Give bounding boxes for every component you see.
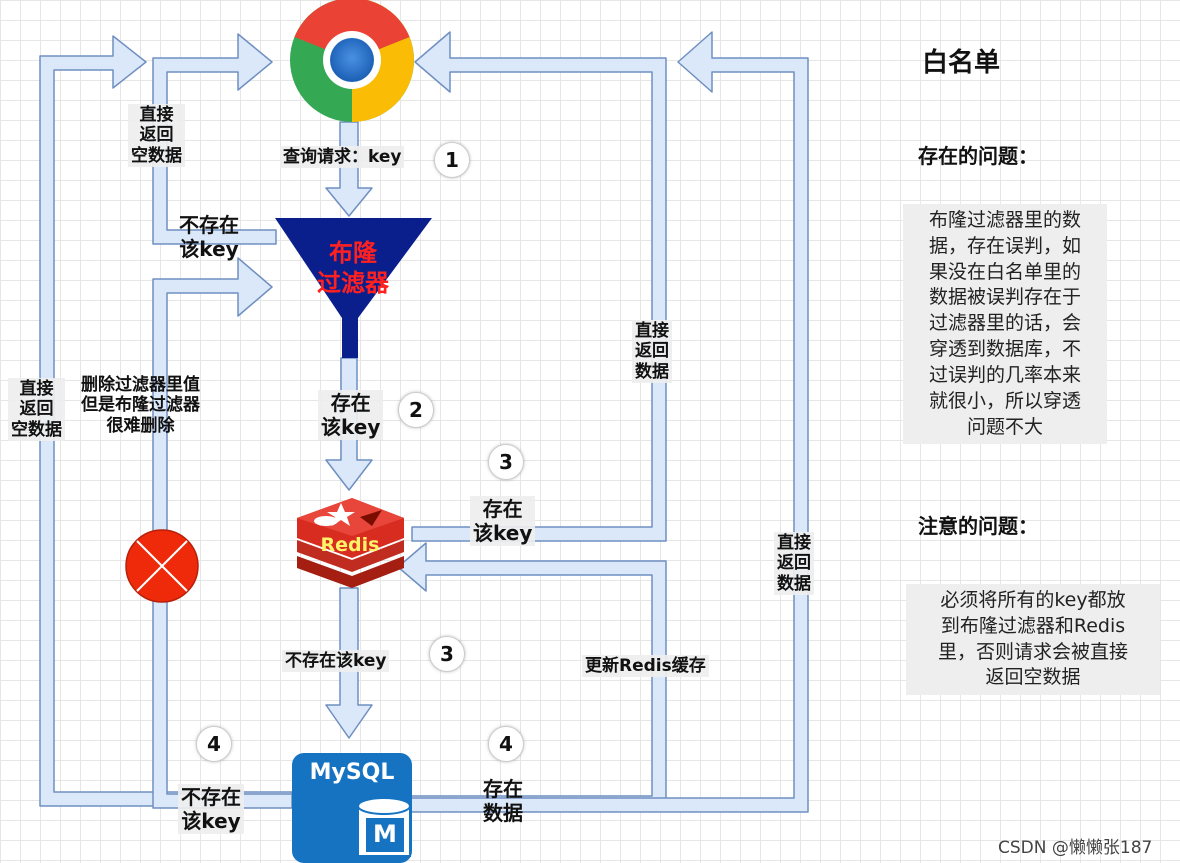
- top-return-empty-band: [152, 33, 277, 245]
- return-empty-left-label: 直接 返回 空数据: [8, 378, 65, 442]
- exist-data-bottom-label: 存在 数据: [483, 777, 523, 825]
- return-data-mid-label: 直接 返回 数据: [632, 320, 672, 384]
- exist-key-redis-label: 存在 该key: [470, 496, 536, 546]
- bloom-filter-funnel-icon: [275, 218, 432, 358]
- step-1-badge: 1: [434, 142, 470, 178]
- return-empty-top-label: 直接 返回 空数据: [128, 104, 185, 168]
- mysql-badge: M: [373, 820, 397, 848]
- step-3-badge-mysql: 3: [429, 636, 465, 672]
- note-heading: 注意的问题：: [918, 514, 1038, 538]
- mysql-label: MySQL: [309, 760, 395, 785]
- update-redis-label: 更新Redis缓存: [582, 655, 709, 678]
- query-request-label: 查询请求：key: [280, 146, 405, 169]
- redis-label: Redis: [320, 534, 380, 556]
- mysql-icon: [292, 753, 412, 863]
- redis-return-data-band: [411, 31, 667, 542]
- bloom-filter-label: 布隆 过滤器: [317, 239, 389, 297]
- return-data-right-label: 直接 返回 数据: [774, 532, 814, 596]
- delete-filter-note: 删除过滤器里值 但是布隆过滤器 很难删除: [81, 375, 200, 436]
- exist-key-mid-label: 存在 该key: [318, 390, 384, 440]
- step-2-badge: 2: [398, 392, 434, 428]
- step-4-badge-right: 4: [488, 726, 524, 762]
- step-3-badge-redis: 3: [488, 444, 524, 480]
- chrome-to-filter-arrow: [325, 121, 373, 217]
- not-exist-key-bottom-label: 不存在 该key: [178, 784, 244, 834]
- not-exist-key-top-label: 不存在 该key: [179, 213, 239, 261]
- right-return-data-band: [409, 31, 809, 813]
- problem-heading: 存在的问题：: [918, 144, 1038, 168]
- step-4-badge-left: 4: [196, 726, 232, 762]
- redis-icon: [297, 498, 404, 588]
- whitelist-title: 白名单: [922, 48, 1001, 78]
- problem-description: 布隆过滤器里的数 据，存在误判，如 果没在白名单里的 数据被误判存在于 过滤器里…: [903, 204, 1107, 445]
- watermark: CSDN @懒懒张187: [998, 838, 1153, 858]
- not-exist-key-redis-label: 不存在该key: [282, 650, 390, 673]
- note-description: 必须将所有的key都放 到布隆过滤器和Redis 里，否则请求会被直接 返回空数…: [906, 584, 1160, 696]
- chrome-icon: [290, 0, 414, 122]
- blocked-x-icon: [125, 529, 199, 603]
